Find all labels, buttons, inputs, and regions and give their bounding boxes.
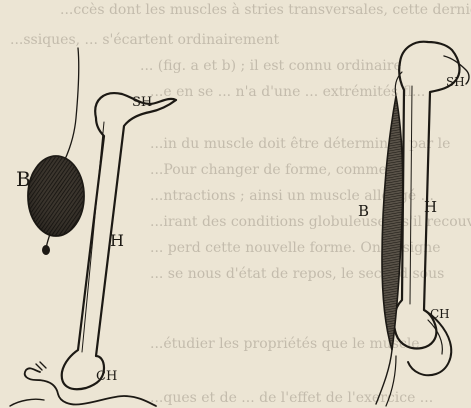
label-left-muscle: B′	[16, 167, 36, 191]
background-text-line: ...in du muscle doit être déterminée par…	[150, 136, 450, 152]
label-right-muscle: B	[358, 202, 369, 220]
label-left-top: SH	[132, 95, 152, 110]
right-relaxed-muscle	[382, 96, 403, 350]
left-tendon-knot	[42, 245, 50, 255]
background-text-line: ... (fig. a et b) ; il est connu ordinai…	[140, 58, 402, 74]
label-left-bottom: CH	[96, 369, 117, 384]
background-text-line: ...Pour changer de forme, comme	[150, 162, 387, 178]
background-text-line: ...e en se ... n'a d'une ... extrémités …	[150, 84, 425, 100]
left-lower-tendon-stub	[36, 362, 46, 370]
background-text-line: ...ccès dont les muscles à stries transv…	[60, 1, 471, 18]
left-muscle-shading	[28, 156, 84, 236]
left-forearm-lower	[10, 399, 44, 406]
background-text-line: ...irant des conditions globuleuses, s'i…	[150, 214, 471, 230]
label-left-bone: H	[110, 231, 124, 250]
label-right-bone: H	[424, 198, 437, 216]
background-text-line: ...étudier les propriétés que le muscle	[150, 336, 420, 352]
label-right-top: SH	[446, 75, 465, 89]
label-right-bottom: CH	[430, 307, 450, 321]
background-text-line: ...ssiques, ... s'écartent ordinairement	[10, 32, 280, 48]
left-upper-tendon	[58, 48, 79, 172]
